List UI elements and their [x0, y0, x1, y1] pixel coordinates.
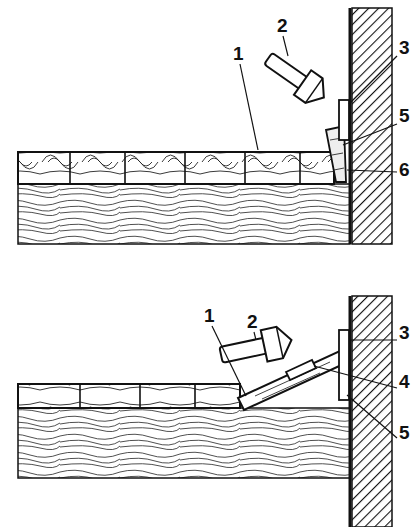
- wall: [352, 8, 392, 244]
- hammer: [218, 324, 295, 370]
- top-panel: [18, 8, 397, 244]
- hammer: [260, 46, 333, 110]
- parquet-row: [18, 384, 240, 408]
- leader-lines: [240, 36, 397, 172]
- spacer-board: [339, 100, 349, 140]
- callout-number: 1: [232, 44, 245, 63]
- subfloor: [18, 408, 350, 478]
- callout-number: 5: [398, 106, 411, 125]
- spacer-board: [339, 330, 349, 400]
- tilted-plank: [238, 350, 348, 410]
- leader-lines: [212, 326, 397, 438]
- callout-number: 3: [398, 323, 411, 342]
- callout-number: 6: [398, 160, 411, 179]
- callout-number: 5: [398, 423, 411, 442]
- block: [286, 360, 316, 380]
- callout-number: 3: [398, 38, 411, 57]
- bottom-panel: [18, 296, 397, 527]
- callout-number: 4: [398, 372, 411, 391]
- wall: [352, 296, 392, 527]
- subfloor: [18, 184, 350, 244]
- callout-number: 1: [203, 306, 216, 325]
- callout-number: 2: [276, 16, 289, 35]
- callout-number: 2: [246, 312, 259, 331]
- parquet-row: [18, 152, 334, 184]
